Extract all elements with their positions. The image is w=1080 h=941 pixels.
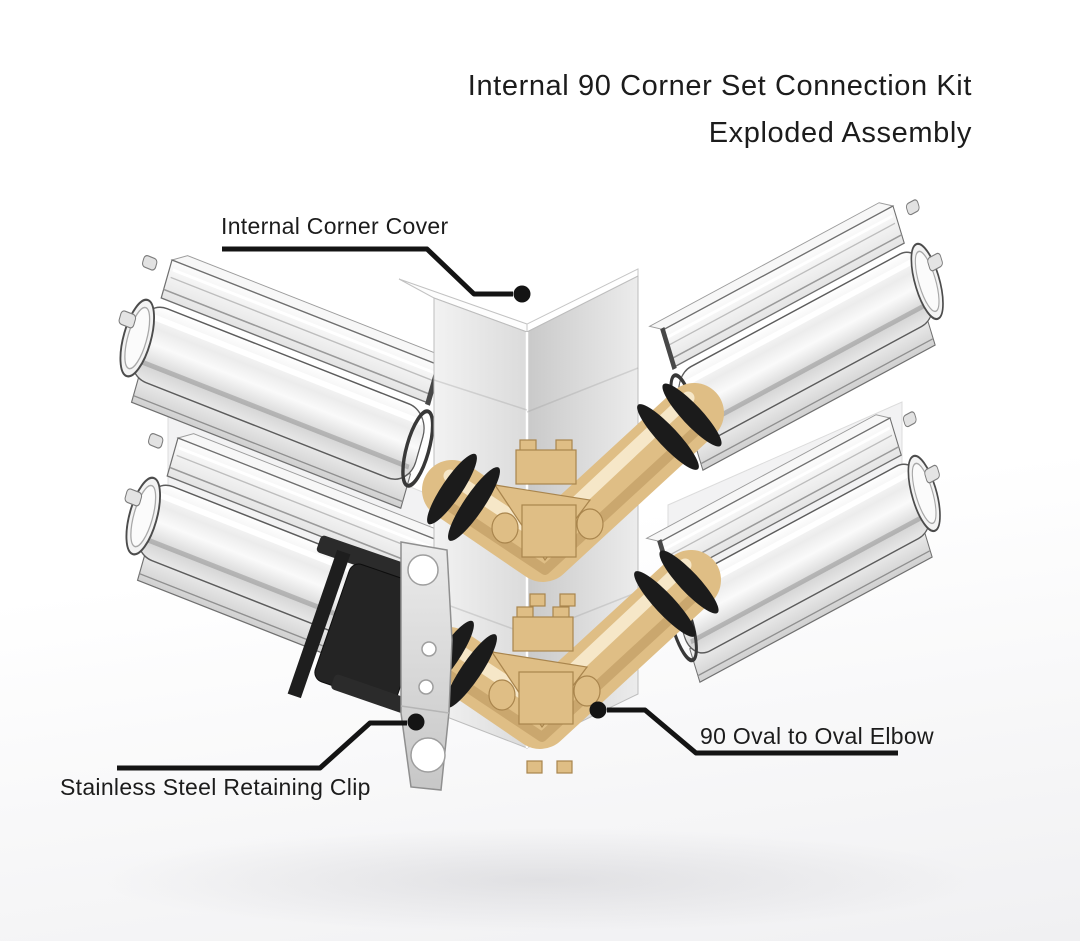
ground-shadow <box>100 828 980 932</box>
plate-hole-small-2 <box>418 679 434 695</box>
elbow-leader-line <box>607 707 898 756</box>
plate-hole-small-1 <box>421 641 437 657</box>
label-internal-corner-cover: Internal Corner Cover <box>221 213 448 239</box>
plate-hole-top <box>407 554 439 586</box>
elbow-leader-dot <box>589 701 607 719</box>
retaining-clip-leader-line <box>117 720 407 771</box>
page-title-line2: Exploded Assembly <box>709 117 972 149</box>
corner-cover-leader-dot <box>513 285 531 303</box>
corner-cover-leader-line <box>222 246 513 297</box>
page-title-line1: Internal 90 Corner Set Connection Kit <box>468 70 972 102</box>
steel-plate-part <box>400 541 453 791</box>
label-90-oval-to-oval-elbow: 90 Oval to Oval Elbow <box>700 723 934 749</box>
plate-hole-bottom <box>410 737 446 773</box>
retaining-clip-leader-dot <box>407 713 425 731</box>
label-stainless-steel-retaining-clip: Stainless Steel Retaining Clip <box>60 774 371 800</box>
